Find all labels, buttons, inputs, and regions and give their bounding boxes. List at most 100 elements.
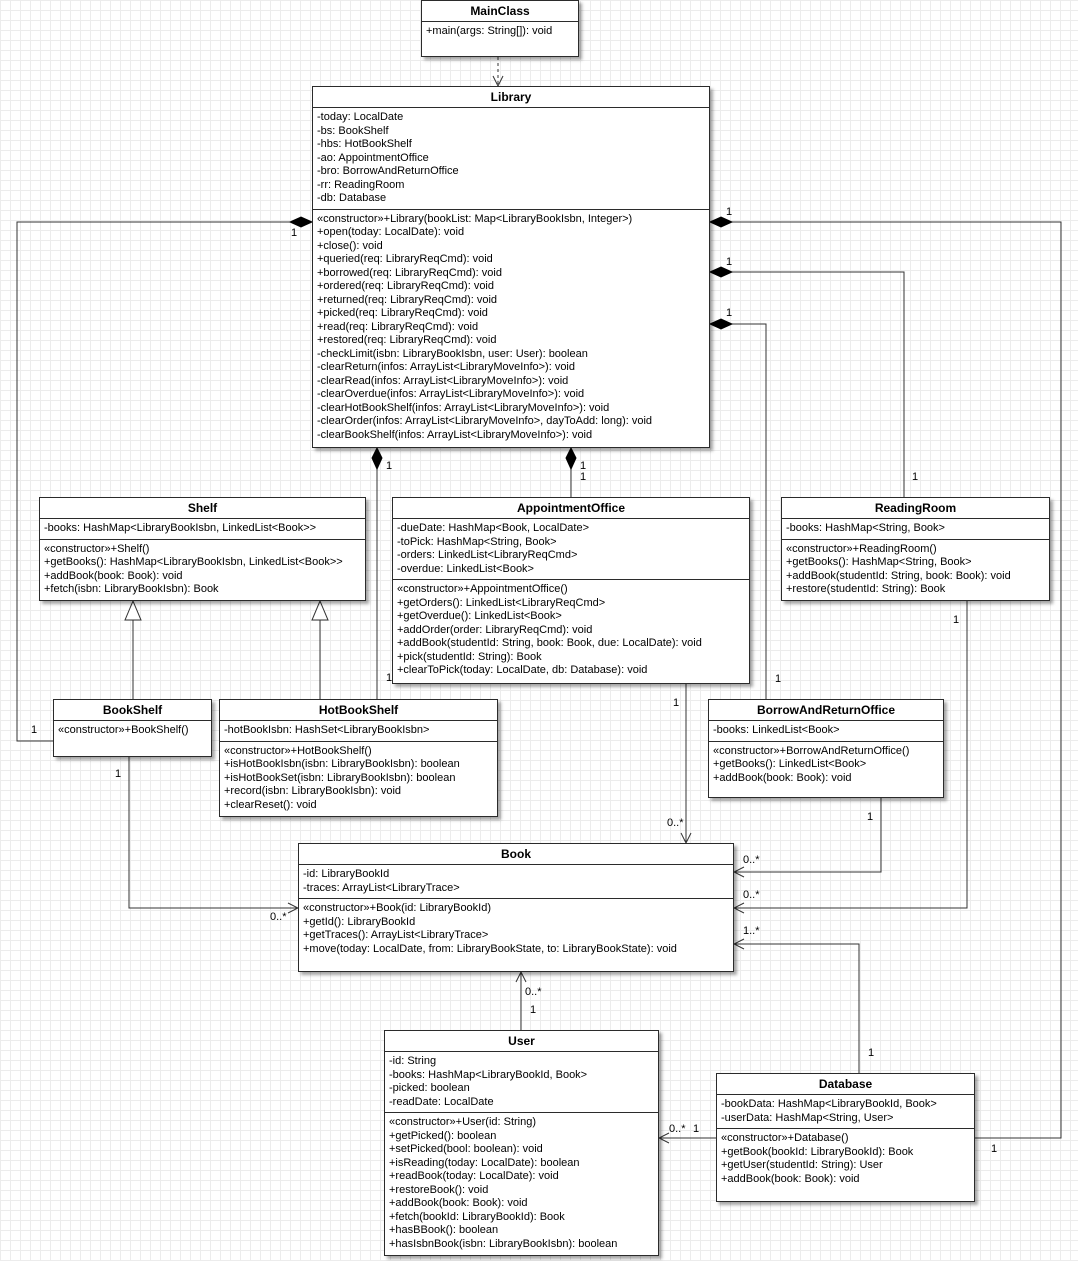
method: -clearHotBookShelf(infos: ArrayList<Libr… [317, 401, 610, 414]
multiplicity-label: 0..* [525, 986, 542, 998]
composition-diamond [708, 266, 734, 278]
method: +restore(studentId: String): Book [786, 583, 946, 595]
multiplicity-label: 1 [726, 256, 733, 268]
class-appointmentoffice[interactable]: AppointmentOffice-dueDate: HashMap<Book,… [392, 497, 750, 684]
method-section: «constructor»+BookShelf() [54, 721, 211, 741]
method: +getBooks(): HashMap<LibraryBookIsbn, Li… [44, 556, 343, 568]
attribute: -books: HashMap<LibraryBookId, Book> [389, 1068, 588, 1081]
class-user[interactable]: User-id: String-books: HashMap<LibraryBo… [384, 1030, 659, 1256]
method: +hasIsbnBook(isbn: LibraryBookIsbn): boo… [389, 1237, 618, 1250]
attribute: -toPick: HashMap<String, Book> [397, 535, 557, 548]
method-section: «constructor»+User(id: String)+getPicked… [385, 1113, 658, 1254]
method: +getPicked(): boolean [389, 1129, 497, 1142]
library-readingroom-composition [732, 271, 905, 497]
class-name: ReadingRoom [782, 498, 1049, 519]
multiplicity-label: 1 [726, 307, 733, 319]
multiplicity-label: 1 [530, 1004, 537, 1016]
method-section: «constructor»+BorrowAndReturnOffice()+ge… [709, 742, 943, 789]
attribute-section: -books: HashMap<LibraryBookIsbn, LinkedL… [40, 519, 365, 540]
multiplicity-label: 0..* [743, 889, 760, 901]
multiplicity-label: 0..* [667, 817, 684, 829]
multiplicity-label: 1 [693, 1123, 700, 1135]
attribute: -picked: boolean [389, 1082, 470, 1094]
method: +addBook(book: Book): void [713, 771, 852, 784]
method: +addBook(book: Book): void [389, 1197, 528, 1209]
class-borrowandreturnoffice[interactable]: BorrowAndReturnOffice-books: LinkedList<… [708, 699, 944, 798]
method: +addOrder(order: LibraryReqCmd): void [397, 623, 593, 636]
method-section: «constructor»+ReadingRoom()+getBooks(): … [782, 540, 1049, 600]
attribute: -bookData: HashMap<LibraryBookId, Book> [721, 1098, 937, 1110]
method: +getOrders(): LinkedList<LibraryReqCmd> [397, 596, 606, 609]
attribute: -hbs: HotBookShelf [317, 138, 412, 150]
multiplicity-label: 1 [868, 1047, 875, 1059]
multiplicity-label: 1 [726, 206, 733, 218]
class-name: BookShelf [54, 700, 211, 721]
multiplicity-label: 1 [115, 768, 122, 780]
method: +getUser(studentId: String): User [721, 1159, 883, 1171]
method: +restored(req: LibraryReqCmd): void [317, 334, 497, 346]
class-library[interactable]: Library-today: LocalDate-bs: BookShelf-h… [312, 86, 710, 448]
method-section: «constructor»+HotBookShelf()+isHotBookIs… [220, 742, 497, 816]
attribute: -dueDate: HashMap<Book, LocalDate> [397, 522, 590, 534]
method: -clearReturn(infos: ArrayList<LibraryMov… [317, 361, 575, 373]
multiplicity-label: 1..* [743, 925, 760, 937]
library-borrowoffice-composition [732, 323, 767, 699]
attribute: -bro: BorrowAndReturnOffice [317, 165, 459, 177]
attribute-section: -books: LinkedList<Book> [709, 721, 943, 742]
composition-diamond [708, 216, 734, 228]
generalization-triangle [124, 599, 142, 621]
method: «constructor»+HotBookShelf() [224, 744, 372, 757]
borrowoffice-book-association [734, 798, 882, 872]
composition-diamond [288, 216, 314, 228]
multiplicity-label: 0..* [270, 911, 287, 923]
method: +getBook(bookId: LibraryBookId): Book [721, 1145, 914, 1158]
attribute-section: -bookData: HashMap<LibraryBookId, Book>-… [717, 1095, 974, 1129]
method: +record(isbn: LibraryBookIsbn): void [224, 785, 401, 797]
method: +main(args: String[]): void [426, 25, 553, 37]
attribute: -db: Database [317, 192, 387, 204]
generalization-triangle [311, 599, 329, 621]
method: +getTraces(): ArrayList<LibraryTrace> [303, 929, 489, 941]
class-mainclass[interactable]: MainClass+main(args: String[]): void [421, 0, 579, 57]
method: +addBook(book: Book): void [44, 569, 183, 582]
method: «constructor»+BookShelf() [58, 724, 189, 736]
attribute: -overdue: LinkedList<Book> [397, 562, 534, 575]
class-readingroom[interactable]: ReadingRoom -books: HashMap<String, Book>… [781, 497, 1050, 601]
class-name: Shelf [40, 498, 365, 519]
attribute: -id: String [389, 1055, 437, 1067]
method-section: «constructor»+AppointmentOffice()+getOrd… [393, 580, 749, 681]
method: -checkLimit(isbn: LibraryBookIsbn, user:… [317, 347, 588, 360]
method: +clearToPick(today: LocalDate, db: Datab… [397, 664, 648, 676]
class-name: BorrowAndReturnOffice [709, 700, 943, 721]
method-section: «constructor»+Shelf()+getBooks(): HashMa… [40, 540, 365, 600]
database-book-association [734, 944, 860, 1073]
method: +getOverdue(): LinkedList<Book> [397, 610, 562, 622]
method: «constructor»+BorrowAndReturnOffice() [713, 744, 910, 757]
class-database[interactable]: Database-bookData: HashMap<LibraryBookId… [716, 1073, 975, 1202]
multiplicity-label: 0..* [743, 854, 760, 866]
method: +getId(): LibraryBookId [303, 915, 416, 928]
composition-diamond [708, 318, 734, 330]
method: +picked(req: LibraryReqCmd): void [317, 307, 488, 319]
attribute-section: -id: LibraryBookId-traces: ArrayList<Lib… [299, 865, 733, 899]
attribute: -bs: BookShelf [317, 124, 389, 137]
method: +fetch(bookId: LibraryBookId): Book [389, 1210, 565, 1223]
multiplicity-label: 1 [991, 1143, 998, 1155]
method: +getBooks(): HashMap<String, Book> [786, 556, 972, 568]
class-bookshelf[interactable]: BookShelf «constructor»+BookShelf() [53, 699, 212, 757]
attribute-section: -today: LocalDate-bs: BookShelf-hbs: Hot… [313, 108, 709, 210]
method: «constructor»+ReadingRoom() [786, 542, 937, 555]
multiplicity-label: 1 [386, 460, 393, 472]
method: +isReading(today: LocalDate): boolean [389, 1156, 580, 1169]
method: +restoreBook(): void [389, 1183, 489, 1196]
method: +close(): void [317, 239, 383, 252]
method: -clearOrder(infos: ArrayList<LibraryMove… [317, 415, 653, 427]
method: +readBook(today: LocalDate): void [389, 1170, 559, 1182]
method: +queried(req: LibraryReqCmd): void [317, 253, 493, 265]
class-shelf[interactable]: Shelf-books: HashMap<LibraryBookIsbn, Li… [39, 497, 366, 601]
library-bookshelf-composition [16, 221, 290, 742]
attribute: -books: HashMap<String, Book> [786, 522, 945, 534]
class-hotbookshelf[interactable]: HotBookShelf-hotBookIsbn: HashSet<Librar… [219, 699, 498, 817]
class-book[interactable]: Book-id: LibraryBookId-traces: ArrayList… [298, 843, 734, 972]
method: +clearReset(): void [224, 798, 317, 811]
